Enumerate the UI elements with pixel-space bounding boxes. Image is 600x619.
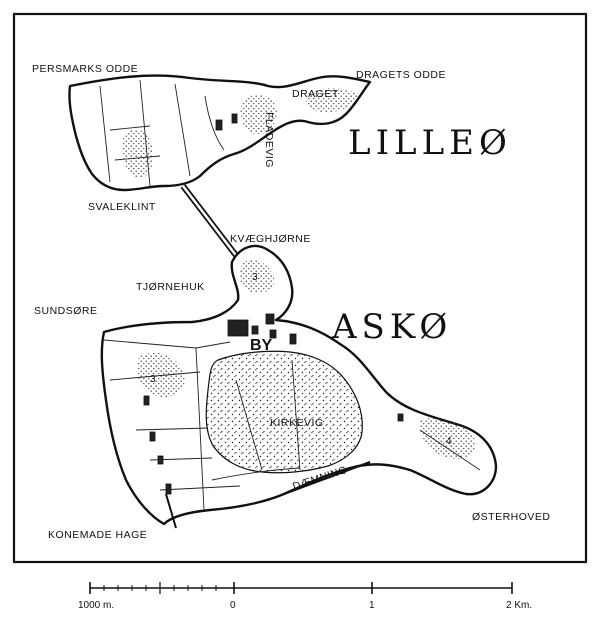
kirkevig-marsh [205,350,363,474]
daemning-line [283,460,371,496]
scale-bar: 1000 m. 0 1 2 Km. [78,582,532,611]
label-dragets-odde: DRAGETS ODDE [356,69,446,81]
label-by: BY [250,337,273,354]
label-draget: DRAGET [292,88,339,100]
field-number-4-east: 4 [446,436,452,447]
map-frame [12,12,588,564]
label-fladevig: FLADEVIG [263,112,275,168]
lilleo-island [68,74,372,192]
label-persmarks-odde: PERSMARKS ODDE [32,63,138,75]
field-number-3-west: 3 [150,374,156,385]
label-osterhoved: ØSTERHOVED [472,511,551,523]
scale-label-1000m: 1000 m. [78,600,114,611]
label-sundsore: SUNDSØRE [34,305,98,317]
label-asko: ASKØ [331,307,452,347]
label-konemade-hage: KONEMADE HAGE [48,529,147,541]
scale-label-1: 1 [369,600,375,611]
label-tjornehuk: TJØRNEHUK [136,281,205,293]
scale-label-2km: 2 Km. [506,600,532,611]
field-number-3-north: 3 [252,272,258,283]
label-kvaeghjorne: KVÆGHJØRNE [230,233,311,245]
label-svaleklint: SVALEKLINT [88,201,156,213]
scale-label-0: 0 [230,600,236,611]
asko-island [100,244,498,529]
label-lilleo: LILLEØ [348,123,512,163]
label-kirkevig: KIRKEVIG [270,417,324,429]
